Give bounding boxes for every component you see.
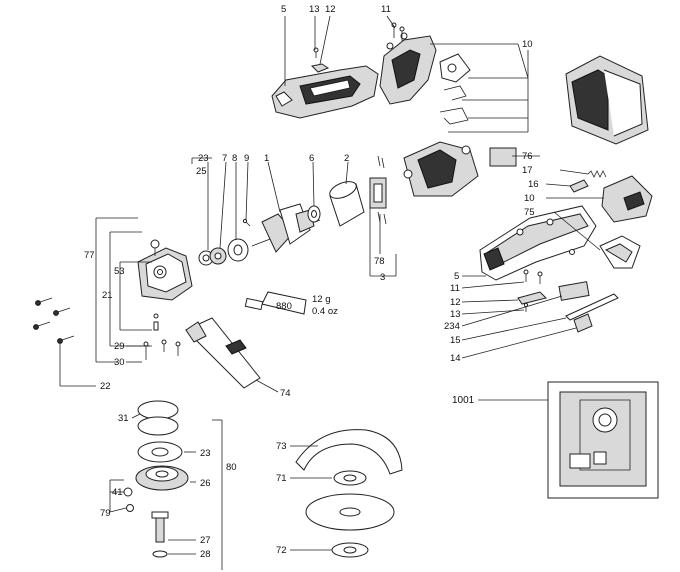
callout-10-mid: 10: [524, 193, 535, 204]
callout-30: 30: [114, 357, 125, 368]
bearing-flange-26: [135, 465, 189, 491]
callout-53: 53: [114, 266, 125, 277]
callout-74: 74: [280, 388, 291, 399]
bearing-23: [198, 250, 214, 266]
callout-8: 8: [232, 153, 237, 164]
callout-23-low: 23: [200, 448, 211, 459]
callout-7: 7: [222, 153, 227, 164]
callout-77: 77: [84, 250, 95, 261]
callout-10-top: 10: [522, 39, 533, 50]
pin-9: [242, 218, 251, 227]
callout-80: 80: [226, 462, 237, 473]
callout-13-top: 13: [309, 4, 320, 15]
callout-9: 9: [244, 153, 249, 164]
callout-29: 29: [114, 341, 125, 352]
callout-1001: 1001: [452, 395, 475, 406]
stator-motor-unit: [403, 141, 479, 197]
switch-slider-12: [517, 291, 547, 305]
housing-shell: [479, 205, 597, 281]
callout-234: 234: [444, 321, 460, 332]
side-handle-74: [185, 317, 261, 389]
callout-26: 26: [200, 478, 211, 489]
callout-15: 15: [450, 335, 461, 346]
electronics-housing: [379, 32, 437, 105]
callout-16: 16: [528, 179, 539, 190]
wheel-guard-73: [295, 429, 403, 475]
callout-22: 22: [100, 381, 111, 392]
grease-tube: [244, 291, 307, 315]
housing-cover: [271, 65, 379, 119]
switch-knob-14: [573, 313, 593, 333]
grease-weight-oz: 0.4 oz: [312, 306, 338, 317]
flange-71: [333, 470, 367, 486]
callout-25: 25: [196, 166, 207, 177]
callout-labels: 5 13 12 11 10 23 25 7 8 9 1 6 2 78 3 76 …: [84, 4, 539, 560]
callout-71: 71: [276, 473, 287, 484]
grease-weight-g: 12 g: [312, 294, 331, 305]
leader-lines: [59, 15, 604, 570]
sleeve-2: [329, 181, 365, 227]
callout-73: 73: [276, 441, 287, 452]
inset-1001-frame: [547, 381, 659, 499]
callout-27: 27: [200, 535, 211, 546]
switch-rod-15: [565, 293, 619, 321]
bearing-6: [307, 205, 321, 223]
board-10: [439, 53, 471, 83]
callout-79: 79: [100, 508, 111, 519]
callout-5-top: 5: [281, 4, 286, 15]
callout-78: 78: [374, 256, 385, 267]
gear-7: [209, 247, 227, 265]
callout-11-low: 11: [450, 283, 460, 294]
screw-13b: [523, 302, 529, 312]
callout-21: 21: [102, 290, 113, 301]
screws-11: [391, 22, 405, 42]
callout-41: 41: [112, 487, 123, 498]
callout-1: 1: [264, 153, 269, 164]
brush-holder-3: [369, 155, 387, 225]
washer-8: [227, 238, 249, 262]
small-cap-part-12: [310, 63, 330, 73]
callout-5-low: 5: [454, 271, 459, 282]
label-76: [489, 147, 517, 167]
callout-76: 76: [522, 151, 533, 162]
end-cap-10: [601, 175, 653, 223]
grinding-disc: [305, 493, 395, 531]
spindle-27: [151, 511, 169, 543]
battery-pack: [565, 55, 649, 145]
callout-23-mid: 23: [198, 153, 209, 164]
callout-17: 17: [522, 165, 533, 176]
pins-29: [153, 313, 159, 331]
washer-28: [152, 550, 168, 558]
clamp-nut-72: [331, 542, 369, 558]
callout-6: 6: [309, 153, 314, 164]
button-16: [569, 179, 589, 193]
callout-72: 72: [276, 545, 287, 556]
rubber-cap-75: [599, 235, 641, 269]
spindle-lock-53: [150, 239, 160, 256]
spring-17: [587, 170, 607, 178]
screws-11b: [523, 269, 543, 284]
callout-12-low: 12: [450, 297, 461, 308]
callout-14: 14: [450, 353, 461, 364]
callout-31: 31: [118, 413, 129, 424]
o-rings-31: [137, 400, 179, 436]
callout-2: 2: [344, 153, 349, 164]
screws-30: [143, 339, 181, 360]
callout-11-top: 11: [381, 4, 391, 15]
callout-13-low: 13: [450, 309, 461, 320]
callout-75: 75: [524, 207, 535, 218]
bearing-23b: [137, 441, 183, 463]
screws-22: [33, 297, 75, 344]
gear-head-housing: [137, 247, 193, 301]
screw-13: [313, 47, 319, 58]
callout-12-top: 12: [325, 4, 336, 15]
callout-28: 28: [200, 549, 211, 560]
grease-tube-label: 880: [276, 301, 292, 312]
label-234: [558, 281, 590, 301]
callout-3: 3: [380, 272, 385, 283]
wire-clips-10: [439, 85, 469, 125]
